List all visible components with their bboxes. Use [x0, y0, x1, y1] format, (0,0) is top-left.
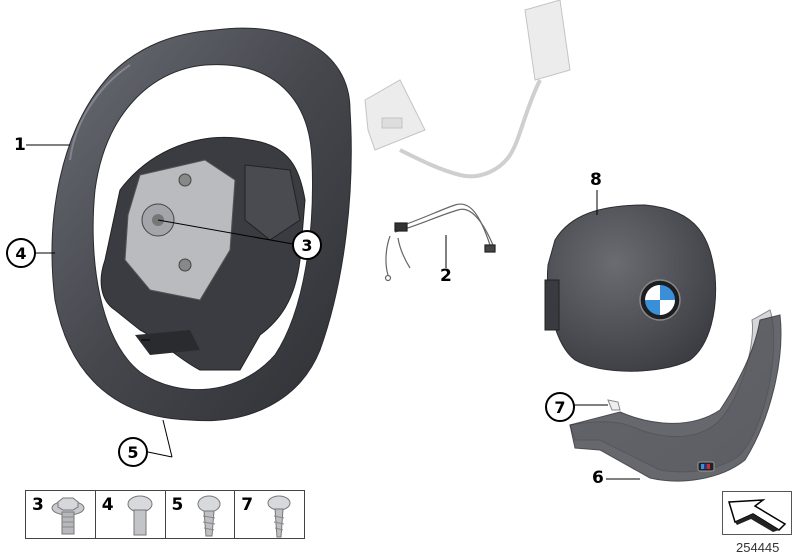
lower-trim-cover	[569, 309, 782, 482]
self-tapping-screw-icon	[197, 495, 221, 537]
hex-bolt-icon	[51, 497, 85, 535]
callout-1: 1	[14, 135, 26, 155]
navigation-arrow-box[interactable]	[722, 491, 792, 535]
callout-2: 2	[440, 266, 452, 286]
airbag-module	[544, 204, 717, 372]
hardware-table: 3 4 5 7	[25, 490, 305, 539]
diagram-reference-number: 254445	[736, 540, 780, 555]
callout-5: 5	[118, 437, 148, 467]
self-tapping-screw-long-icon	[267, 495, 291, 538]
arrow-icon	[728, 499, 787, 532]
hardware-label: 5	[171, 495, 184, 515]
hardware-cell-3: 3	[26, 491, 96, 538]
wiring-harness	[384, 203, 496, 282]
callout-4: 4	[6, 238, 36, 268]
hardware-cell-7: 7	[235, 491, 304, 538]
steering-wheel-switches	[364, 0, 571, 179]
hardware-cell-4: 4	[96, 491, 166, 538]
hardware-label: 3	[32, 495, 44, 515]
torx-bolt-icon	[127, 495, 152, 536]
hardware-cell-5: 5	[166, 491, 236, 538]
leader-lines	[26, 144, 640, 480]
callout-6: 6	[592, 468, 604, 488]
callout-8: 8	[590, 170, 602, 190]
callout-7: 7	[545, 392, 575, 422]
steering-wheel-rim	[51, 27, 352, 422]
steering-wheel-hub	[100, 136, 306, 371]
hardware-label: 7	[241, 495, 254, 515]
hardware-label: 4	[101, 495, 114, 515]
callout-3: 3	[292, 230, 322, 260]
